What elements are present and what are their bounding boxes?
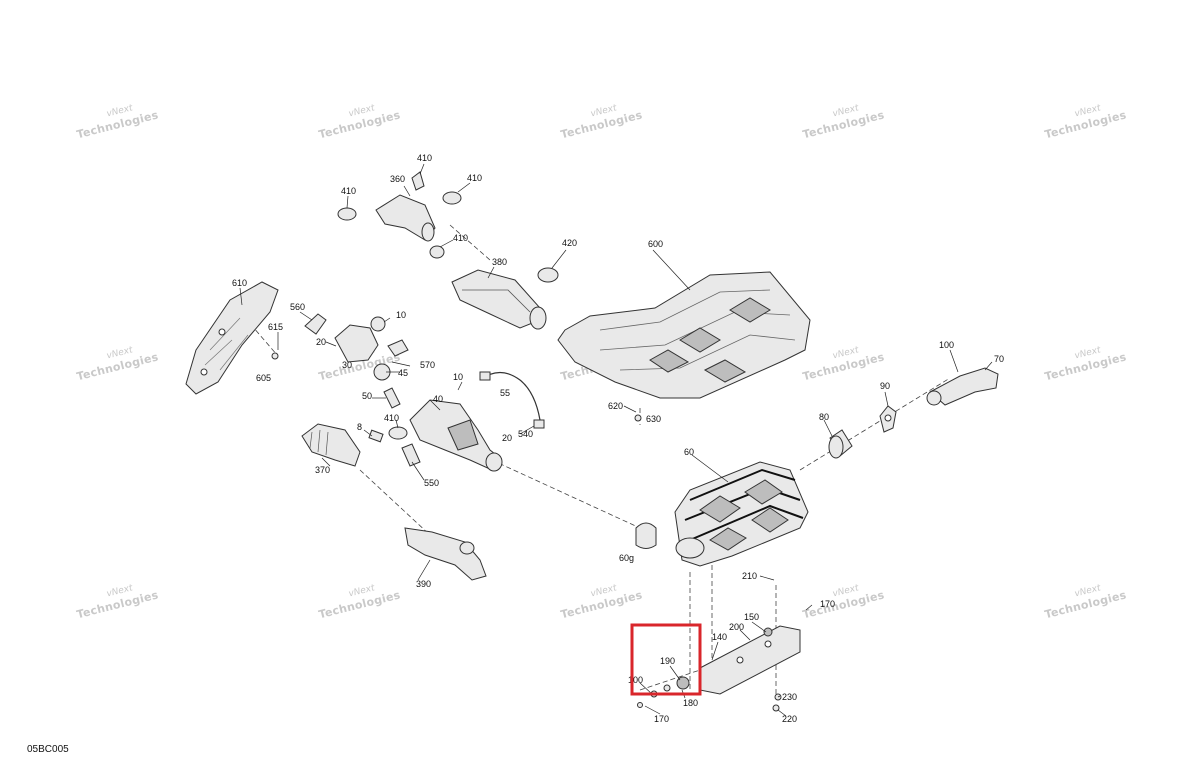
callout-600: 600 [648, 239, 663, 249]
callout-20: 20 [316, 337, 326, 347]
converter-380 [451, 269, 547, 330]
callout-100: 100 [628, 675, 643, 685]
callout-90: 90 [880, 381, 890, 391]
callout-labels: 410 360 410 410 410 420 380 600 610 560 … [232, 153, 1004, 724]
callout-210: 210 [742, 571, 757, 581]
callout-560: 560 [290, 302, 305, 312]
callout-55: 55 [500, 388, 510, 398]
callout-10: 10 [453, 372, 463, 382]
tailpipe-parts [828, 367, 999, 459]
callout-370: 370 [315, 465, 330, 475]
callout-620: 620 [608, 401, 623, 411]
callout-80: 80 [819, 412, 829, 422]
callout-180: 180 [683, 698, 698, 708]
callout-360: 360 [390, 174, 405, 184]
callout-60g: 60g [619, 553, 634, 563]
callout-10: 10 [396, 310, 406, 320]
callout-20: 20 [502, 433, 512, 443]
grommet-190 [637, 676, 690, 708]
pipe-390 [404, 527, 487, 581]
callout-380: 380 [492, 257, 507, 267]
callout-420: 420 [562, 238, 577, 248]
callout-410: 410 [384, 413, 399, 423]
callout-50: 50 [362, 391, 372, 401]
callout-410: 410 [467, 173, 482, 183]
callout-70: 70 [994, 354, 1004, 364]
highlight-box[interactable] [630, 623, 702, 696]
callout-190: 190 [660, 656, 675, 666]
callout-540: 540 [518, 429, 533, 439]
clamp-60g [635, 522, 657, 549]
callout-150: 150 [744, 612, 759, 622]
callout-615: 615 [268, 322, 283, 332]
callout-610: 610 [232, 278, 247, 288]
clamps-410 [337, 171, 559, 440]
callout-390: 390 [416, 579, 431, 589]
callout-60: 60 [684, 447, 694, 457]
leader-lines [239, 163, 993, 717]
manifold-cluster [304, 313, 409, 381]
reference-code: 05BC005 [27, 744, 69, 755]
callout-220: 220 [782, 714, 797, 724]
callout-550: 550 [424, 478, 439, 488]
callout-8: 8 [357, 422, 362, 432]
small-parts [271, 352, 642, 467]
callout-410: 410 [341, 186, 356, 196]
callout-140: 140 [712, 632, 727, 642]
callout-605: 605 [256, 373, 271, 383]
header-pipe-40 [383, 371, 545, 472]
heat-shield-610 [185, 281, 279, 395]
callout-30: 30 [342, 360, 352, 370]
callout-630: 630 [646, 414, 661, 424]
elbow-360 [375, 194, 436, 242]
callout-100: 100 [939, 340, 954, 350]
callout-410: 410 [453, 233, 468, 243]
callout-200: 200 [729, 622, 744, 632]
callout-170: 170 [654, 714, 669, 724]
callout-170: 170 [820, 599, 835, 609]
bracket-200 [699, 625, 801, 712]
callout-410: 410 [417, 153, 432, 163]
muffler-60 [674, 461, 809, 567]
heat-shield-600 [557, 271, 811, 399]
callout-45: 45 [398, 368, 408, 378]
callout-230: 230 [782, 692, 797, 702]
flex-pipe-370 [301, 423, 361, 467]
callout-40: 40 [433, 394, 443, 404]
callout-570: 570 [420, 360, 435, 370]
